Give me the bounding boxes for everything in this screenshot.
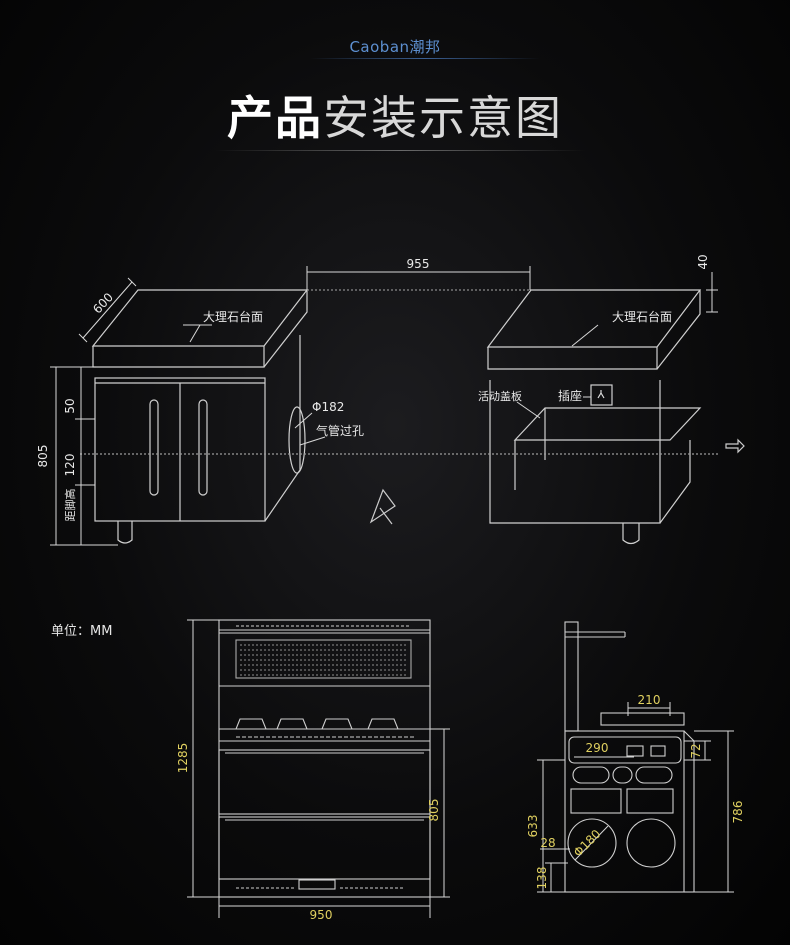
page-title: 产品安装示意图 (0, 82, 790, 148)
dim-leg-height: 120 (63, 454, 77, 477)
side-control-panel (568, 736, 682, 764)
dim-front-width: 950 (310, 908, 333, 922)
arrow-right-icon (725, 438, 745, 454)
dim-side-inner-width: 290 (586, 741, 609, 755)
dim-hole-diameter: Φ180 (571, 827, 604, 860)
unit-label: 单位：MM (51, 624, 113, 639)
dim-counter-thickness: 40 (696, 254, 710, 269)
pipe-diameter-label: Φ182 (312, 400, 344, 414)
pipe-hole-left (567, 818, 617, 868)
right-caster (622, 523, 640, 545)
side-switch (626, 745, 644, 757)
arrow-up-icon (369, 488, 396, 524)
right-cabinet (486, 289, 702, 545)
burner-left-icon (235, 718, 267, 730)
vent-grille (236, 625, 415, 889)
dim-front-total-height: 1285 (176, 743, 190, 774)
dim-side-mid-height: 633 (526, 815, 540, 838)
side-hob (600, 712, 685, 726)
dim-top-width: 955 (407, 257, 430, 271)
backsplash (564, 621, 579, 732)
dim-side-bottom-height: 138 (535, 867, 549, 890)
brand-underline (310, 58, 540, 59)
left-cabinet (91, 289, 309, 544)
title-rest: 安装示意图 (323, 91, 563, 145)
dim-side-top-offset: 72 (689, 743, 703, 758)
brand-logo: Caoban潮邦 (349, 38, 441, 56)
front-view-frame (218, 619, 431, 898)
gas-pipe-hole-label: 气管过孔 (316, 423, 364, 438)
burner-center-right-icon (321, 718, 353, 730)
leg-height-label: 距脚高 (63, 489, 77, 522)
left-door-handle (149, 399, 159, 496)
left-caster (117, 521, 133, 544)
side-view (564, 621, 695, 893)
pipe-hole-right (626, 818, 676, 868)
burner-right-icon (367, 718, 399, 730)
upper-drawer (218, 749, 431, 815)
marble-top-label-left: 大理石台面 (203, 309, 263, 324)
movable-cover-plate (513, 407, 702, 441)
title-divider (215, 150, 585, 151)
side-socket (650, 745, 666, 757)
side-door-left (570, 788, 622, 814)
side-body (564, 730, 685, 893)
knob-slot-left (572, 766, 610, 784)
vent-panel (235, 639, 412, 679)
burner-center-left-icon (276, 718, 308, 730)
marble-top-label-right: 大理石台面 (612, 309, 672, 324)
title-highlight: 产品 (227, 91, 323, 145)
socket-label: 插座 (558, 388, 582, 403)
front-view (218, 619, 431, 898)
lower-drawer (218, 816, 431, 880)
dim-front-body-height: 805 (427, 799, 441, 822)
control-panel (298, 879, 336, 890)
right-door-handle (198, 399, 208, 496)
side-door-right (626, 788, 674, 814)
knob-slot-mid (612, 766, 633, 784)
dim-total-height: 805 (36, 445, 50, 468)
dim-side-top-width: 210 (638, 693, 661, 707)
movable-cover-label: 活动盖板 (478, 389, 522, 403)
dim-hole-offset: 28 (540, 836, 555, 850)
gas-pipe-hole (288, 406, 306, 474)
knob-slot-right (635, 766, 673, 784)
dim-side-total-height: 786 (731, 801, 745, 824)
socket-box (590, 384, 613, 406)
socket-icon (597, 390, 605, 399)
dim-upper-gap: 50 (63, 398, 77, 413)
